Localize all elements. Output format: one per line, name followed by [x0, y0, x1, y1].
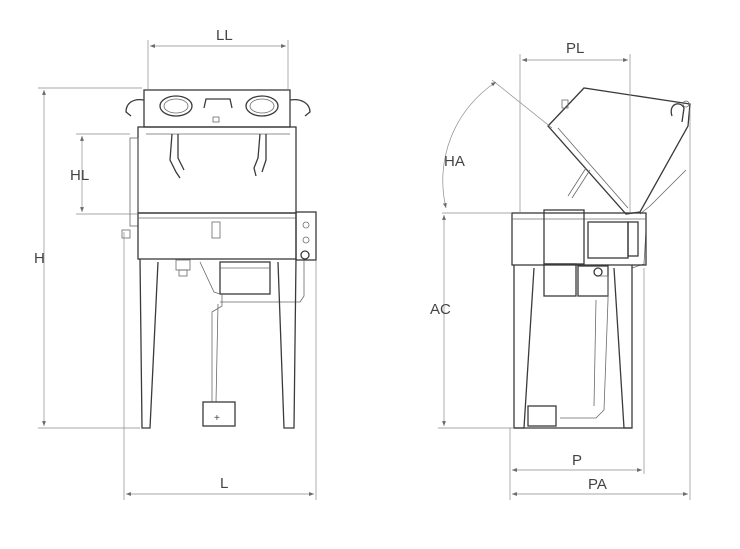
- front-view: +: [121, 89, 317, 429]
- label-ac: AC: [430, 301, 451, 318]
- label-h: H: [34, 250, 45, 267]
- label-pl: PL: [566, 40, 584, 57]
- label-ll: LL: [216, 27, 233, 44]
- side-dimensions: [438, 54, 691, 500]
- label-p: P: [572, 452, 582, 469]
- side-view: [511, 87, 691, 429]
- front-dimensions: [38, 40, 317, 500]
- label-hl: HL: [70, 167, 89, 184]
- dimension-labels: LL HL H L PL HA AC P PA: [34, 27, 607, 493]
- label-l: L: [220, 475, 228, 492]
- label-ha: HA: [444, 153, 465, 170]
- pedal-plus-symbol: +: [214, 413, 220, 424]
- label-pa: PA: [588, 476, 607, 493]
